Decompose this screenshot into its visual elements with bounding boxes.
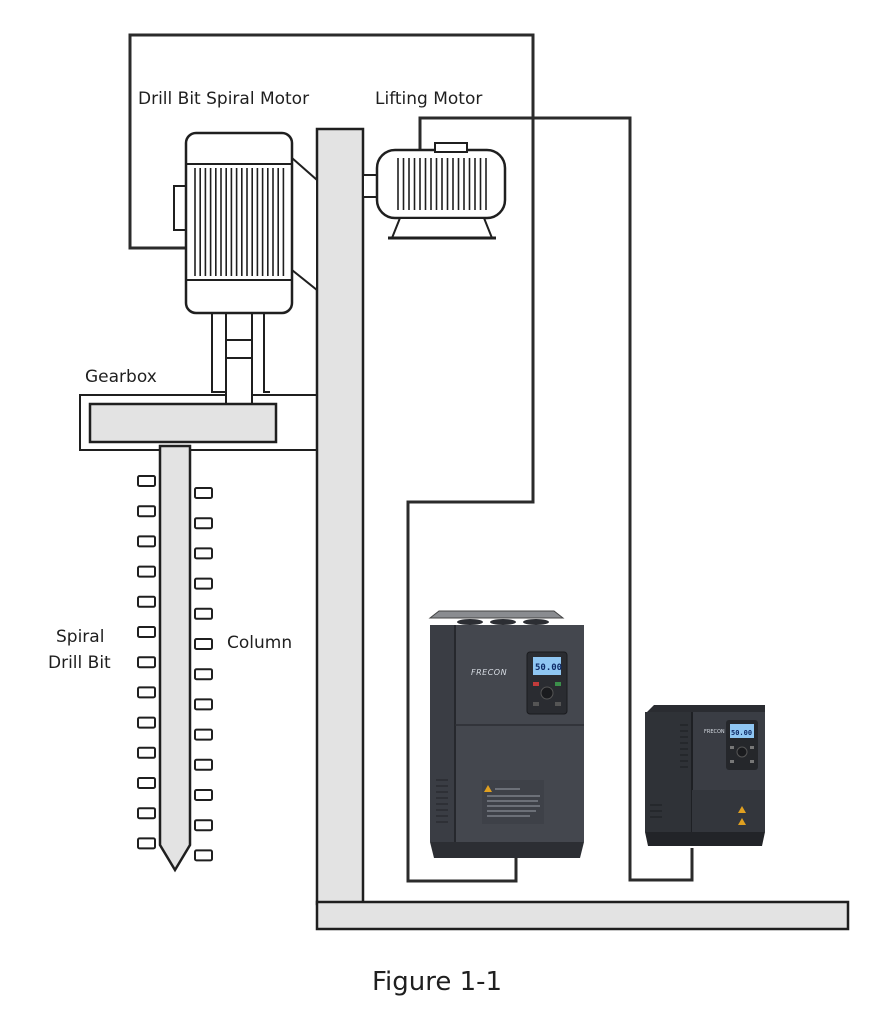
base-plate <box>315 900 850 931</box>
small-inverter-knob <box>736 746 748 758</box>
drill-flight <box>137 656 156 669</box>
large-inverter-knob <box>540 686 554 700</box>
drill-flight <box>137 505 156 518</box>
drill-flight <box>194 758 213 771</box>
drill-flight <box>194 819 213 832</box>
drill-flight <box>194 668 213 681</box>
large-inverter: FRECON 50.00 <box>428 610 584 858</box>
drill-flight <box>137 535 156 548</box>
drill-flight <box>137 475 156 487</box>
label-column: Column <box>227 633 292 653</box>
large-inverter-display-value: 50.00 <box>535 663 562 673</box>
drill-flight <box>194 728 213 741</box>
drill-flight <box>194 487 213 499</box>
lifting-motor <box>362 142 507 240</box>
drill-flight <box>194 517 213 530</box>
label-gearbox: Gearbox <box>85 367 157 387</box>
label-drill-bit-spiral-motor: Drill Bit Spiral Motor <box>138 89 309 109</box>
drill-flight <box>194 789 213 801</box>
gearbox-shaft <box>211 311 270 405</box>
large-inverter-brand: FRECON <box>471 668 507 677</box>
lifting-motor-power-wire <box>418 116 694 882</box>
drill-flight <box>137 626 156 638</box>
gearbox-bracket <box>79 394 317 451</box>
drill-flight <box>137 565 156 578</box>
label-spiral: Spiral <box>56 627 104 647</box>
drill-flight <box>137 716 156 729</box>
drill-flight <box>194 547 213 560</box>
drill-flight <box>137 777 156 789</box>
large-inverter-display <box>533 657 561 675</box>
drill-bit-spiral-motor <box>173 131 318 315</box>
gearbox <box>88 402 278 444</box>
drill-flight <box>194 698 213 711</box>
drill-flight <box>137 746 156 759</box>
drill-flight <box>137 837 156 850</box>
drill-motor-power-wire <box>128 33 535 883</box>
drill-flight <box>194 638 213 650</box>
drill-flight <box>137 807 156 820</box>
small-inverter-display-value: 50.00 <box>731 729 752 737</box>
drill-flight <box>194 607 213 620</box>
spiral-drill-bit <box>137 444 213 873</box>
small-inverter: FRECON 50.00 <box>645 705 765 846</box>
label-drill-bit: Drill Bit <box>48 653 111 673</box>
small-inverter-brand: FRECON <box>704 729 725 735</box>
drill-flight <box>194 849 213 862</box>
label-lifting-motor: Lifting Motor <box>375 89 482 109</box>
drill-flight <box>194 577 213 590</box>
wiring <box>128 33 694 883</box>
drill-flight <box>137 595 156 608</box>
column <box>315 127 365 906</box>
drill-flight <box>137 686 156 699</box>
figure-caption: Figure 1-1 <box>372 967 502 997</box>
small-inverter-display <box>730 724 754 738</box>
